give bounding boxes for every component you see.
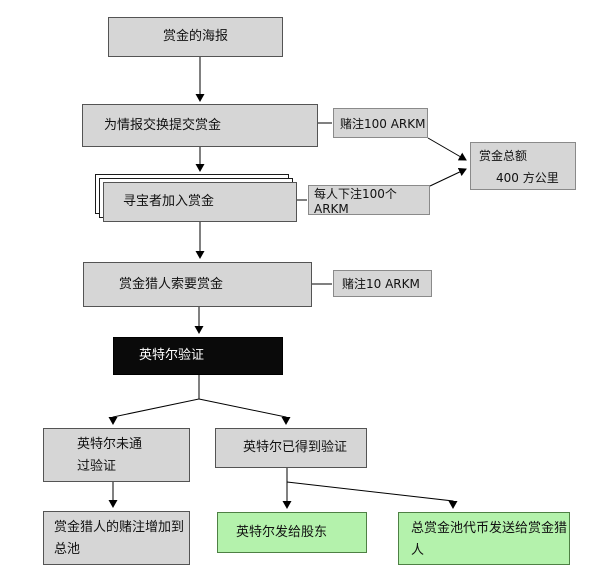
node-hunters-join: 寻宝者加入赏金 — [103, 182, 297, 222]
node-label: 赏金猎人的赌注增加到总池 — [54, 520, 185, 557]
node-label: 寻宝者加入赏金 — [123, 194, 215, 209]
node-intel-to-shareholders: 英特尔发给股东 — [217, 512, 367, 553]
node-hunter-claims: 赏金猎人索要赏金 — [83, 262, 312, 307]
annotation-label: 每人下注100个ARKM — [314, 186, 397, 216]
node-bounty-poster: 赏金的海报 — [108, 17, 283, 57]
bounty-total-title: 赏金总额 — [479, 149, 528, 163]
node-intel-verification: 英特尔验证 — [113, 337, 283, 375]
node-label: 英特尔发给股东 — [236, 524, 328, 540]
node-label: 赏金猎人索要赏金 — [119, 276, 224, 292]
node-label: 英特尔未通过验证 — [77, 437, 143, 474]
annotation-stake-10-arkm: 赌注10 ARKM — [333, 270, 432, 297]
node-label: 总赏金池代币发送给赏金猎人 — [411, 521, 568, 558]
node-label: 英特尔已得到验证 — [243, 440, 348, 455]
node-label: 英特尔验证 — [139, 348, 205, 363]
node-intel-verified: 英特尔已得到验证 — [215, 428, 367, 468]
node-intel-not-verified: 英特尔未通过验证 — [43, 428, 190, 482]
annotation-label: 赌注100 ARKM — [340, 116, 426, 131]
annotation-bounty-total: 赏金总额 400 方公里 — [470, 142, 576, 190]
node-pool-to-hunter: 总赏金池代币发送给赏金猎人 — [398, 512, 570, 565]
node-label: 赏金的海报 — [162, 29, 228, 44]
node-stake-to-pool: 赏金猎人的赌注增加到总池 — [43, 511, 190, 565]
bounty-total-value: 400 方公里 — [496, 171, 559, 185]
annotation-label: 赌注10 ARKM — [342, 277, 420, 291]
node-label: 为情报交换提交赏金 — [104, 117, 222, 133]
node-submit-bounty: 为情报交换提交赏金 — [82, 104, 318, 147]
annotation-each-bets-100-arkm: 每人下注100个ARKM — [308, 185, 430, 216]
annotation-stake-100-arkm: 赌注100 ARKM — [333, 108, 428, 138]
